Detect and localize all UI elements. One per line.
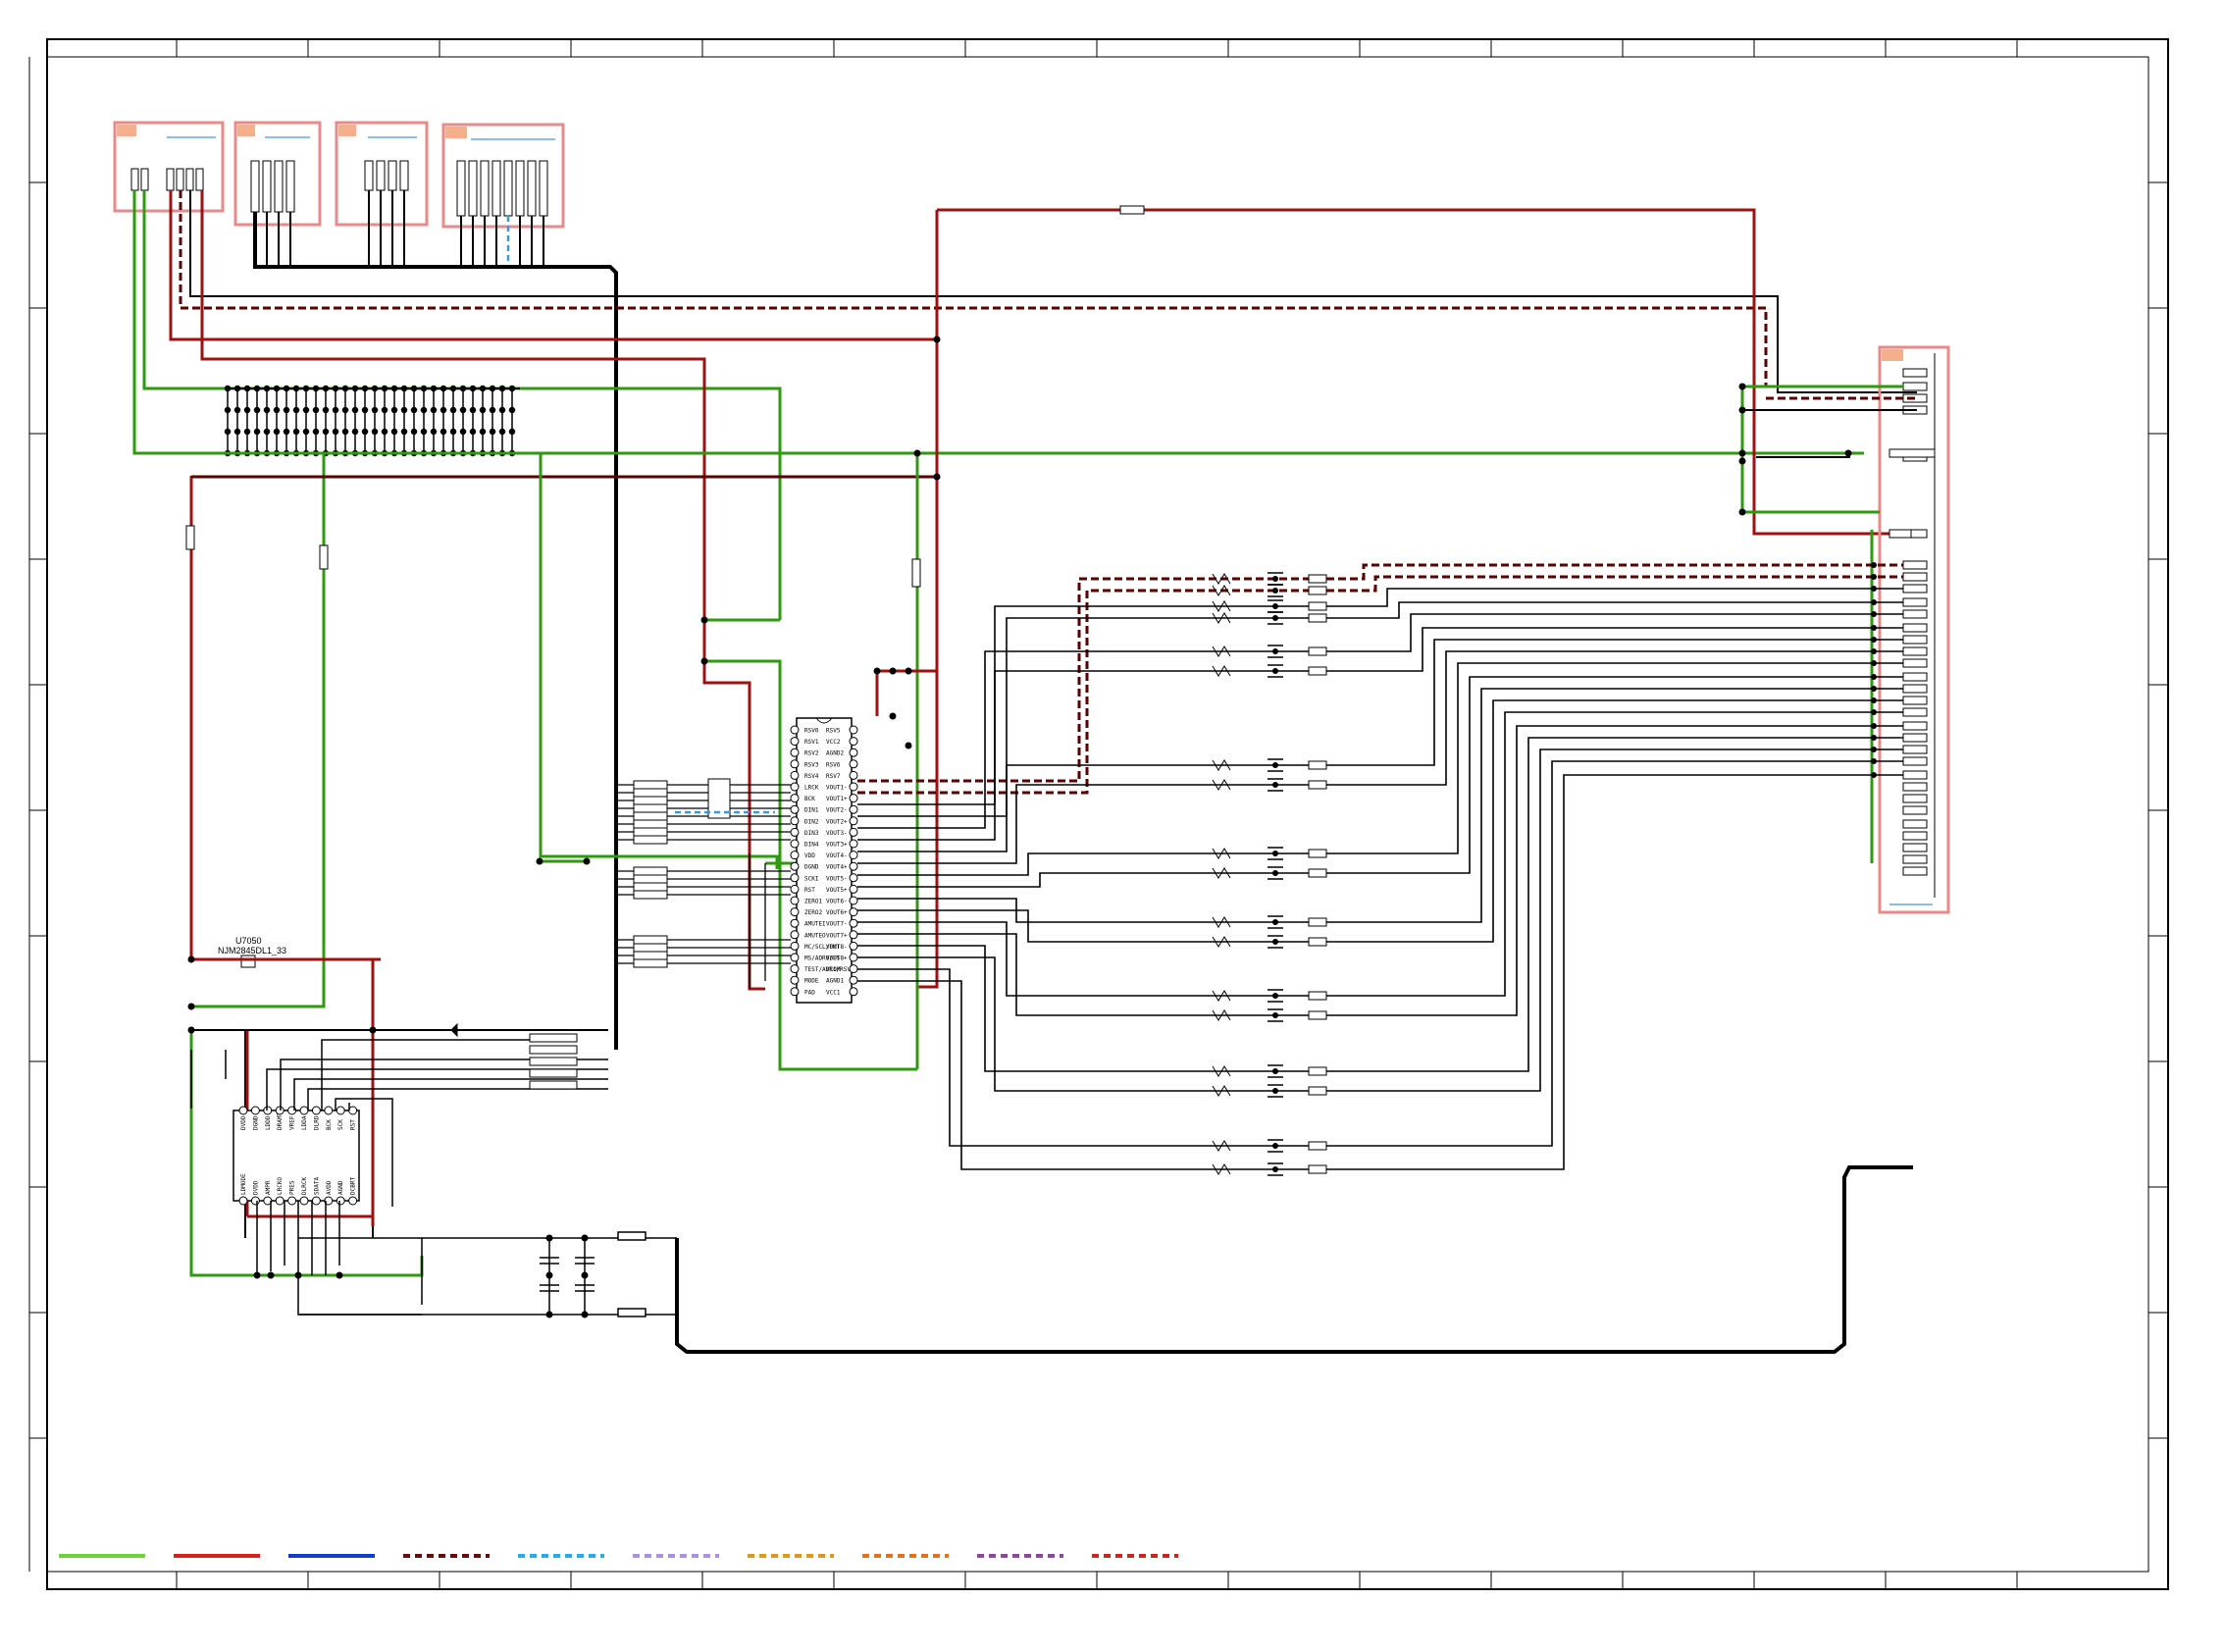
connector-right	[1878, 345, 1950, 914]
dac-pin-label: VOUT5+	[826, 887, 848, 894]
misc-components	[185, 205, 1936, 588]
dac-pin-label: MC/SCL/FMT	[804, 944, 841, 951]
receiver-pin-label: LDDA	[301, 1115, 308, 1130]
receiver-pin-label: DRAMT	[277, 1112, 284, 1130]
dac-pin-label: VOUT7-	[826, 921, 848, 928]
dac-pin-label: RSV4	[804, 773, 819, 780]
dac-pin-label: DIN3	[804, 830, 819, 837]
receiver-ic: DVDD DGND LDDD DRAMT VREF LDDA DLRD BCK SCK RST LD…	[233, 1106, 360, 1206]
dac-pin-label: VOUT4+	[826, 864, 848, 871]
dac-pin-label: VOUT1+	[826, 796, 848, 802]
dac-pin-label: RSV7	[826, 773, 841, 780]
dac-pin-label: VOUT5-	[826, 875, 848, 882]
dac-pin-label: VCC1	[826, 989, 841, 996]
dac-pin-label: AGND1	[826, 978, 844, 985]
receiver-pin-label: DCBRT	[350, 1177, 357, 1195]
dac-pin-label: VOUT2-	[826, 807, 848, 814]
dac-pin-label: DIN1	[804, 807, 819, 814]
receiver-pin-label: DVDD	[252, 1180, 259, 1195]
dac-pin-label: VDD	[804, 852, 815, 859]
dac-pin-label: PAD	[804, 989, 815, 996]
dac-pin-label: AGND2	[826, 750, 844, 757]
connector-j4	[441, 123, 565, 229]
dac-pin-label: ZERO1	[804, 899, 822, 905]
dac-pin-label: MS/ADR0/FS	[804, 955, 841, 962]
connector-j2	[233, 121, 322, 227]
receiver-pin-label: PRES	[289, 1180, 296, 1195]
dac-pin-label: RSV2	[804, 750, 819, 757]
dac-pin-label: VOUT6-	[826, 899, 848, 905]
dac-pin-label: DIN4	[804, 842, 819, 849]
receiver-pin-label: VREF	[289, 1115, 296, 1130]
dac-pin-label: DGND	[804, 864, 819, 871]
receiver-pin-label: SCK	[337, 1119, 344, 1130]
dac-pin-label: RSV0	[804, 728, 819, 735]
receiver-caps	[540, 1231, 647, 1317]
dac-pin-label: AMUTEO	[804, 932, 826, 939]
dac-pin-label: VOUT3-	[826, 830, 848, 837]
dac-pin-label: VOUT1-	[826, 785, 848, 792]
connector-j1	[113, 121, 225, 213]
wires-right	[1740, 385, 1917, 863]
receiver-pin-label: AGND	[337, 1180, 344, 1195]
dac-pin-label: LRCK	[804, 785, 819, 792]
regulator-ref: U7050	[235, 936, 262, 946]
receiver-pin-label: DVDD	[240, 1115, 247, 1130]
dac-pin-label: RSV6	[826, 761, 841, 768]
receiver-pin-label: AMPR	[265, 1180, 272, 1195]
dac-pin-label: SCKI	[804, 875, 819, 882]
dac-pin-label: AMUTEI	[804, 921, 826, 928]
dac-pin-label: RSV5	[826, 728, 841, 735]
receiver-pin-label: LDMODE	[240, 1173, 247, 1195]
output-channels	[857, 562, 1903, 1176]
dac-pin-label: RSV3	[804, 761, 819, 768]
regulator-part: NJM2845DL1_33	[218, 946, 286, 955]
receiver-pin-label: DLRD	[313, 1115, 320, 1130]
dac-pin-label: RSV1	[804, 739, 819, 746]
dac-pin-label: VOUT8-	[826, 944, 848, 951]
dac-pin-label: VOUT8+	[826, 955, 848, 962]
wires-top	[132, 190, 1917, 1050]
resistor-strip	[450, 1022, 578, 1090]
dac-pin-label: VOUT3+	[826, 842, 848, 849]
dac-pin-label: VCOM	[826, 966, 841, 973]
dac-pin-label: VOUT2+	[826, 818, 848, 825]
filter-array	[224, 385, 520, 457]
dac-pin-label: DIN2	[804, 818, 819, 825]
dac-input-nets	[616, 778, 791, 989]
receiver-pin-label: RST	[350, 1119, 357, 1130]
dac-pin-label: VOUT7+	[826, 932, 848, 939]
dac-pin-label: VOUT6+	[826, 909, 848, 916]
dac-pin-label: RST	[804, 887, 815, 894]
frame-ticks	[28, 39, 2168, 1589]
dac-pin-label: TEST/ADR1/RSV	[804, 966, 851, 973]
dac-pin-label: VOUT4-	[826, 852, 848, 859]
dac-pin-label: BCK	[804, 796, 815, 802]
receiver-pin-label: SDATA	[313, 1177, 320, 1195]
receiver-pin-label: AVDD	[326, 1180, 333, 1195]
dac-pin-label: VCC2	[826, 739, 841, 746]
receiver-pin-label: BCK	[326, 1119, 333, 1130]
receiver-pin-label: LRCKO	[277, 1177, 284, 1195]
receiver-pin-label: LDDD	[265, 1115, 272, 1130]
dac-pin-label: ZERO2	[804, 909, 822, 916]
dac-pin-label: MODE	[804, 978, 819, 985]
sheet-frame	[46, 38, 2169, 1590]
regulator-u7050: U7050 NJM2845DL1_33	[189, 936, 608, 1277]
junction-dots	[187, 336, 1852, 1318]
receiver-wires	[256, 1029, 677, 1316]
receiver-pin-label: DLRCK	[301, 1177, 308, 1195]
receiver-pin-label: DGND	[252, 1115, 259, 1130]
